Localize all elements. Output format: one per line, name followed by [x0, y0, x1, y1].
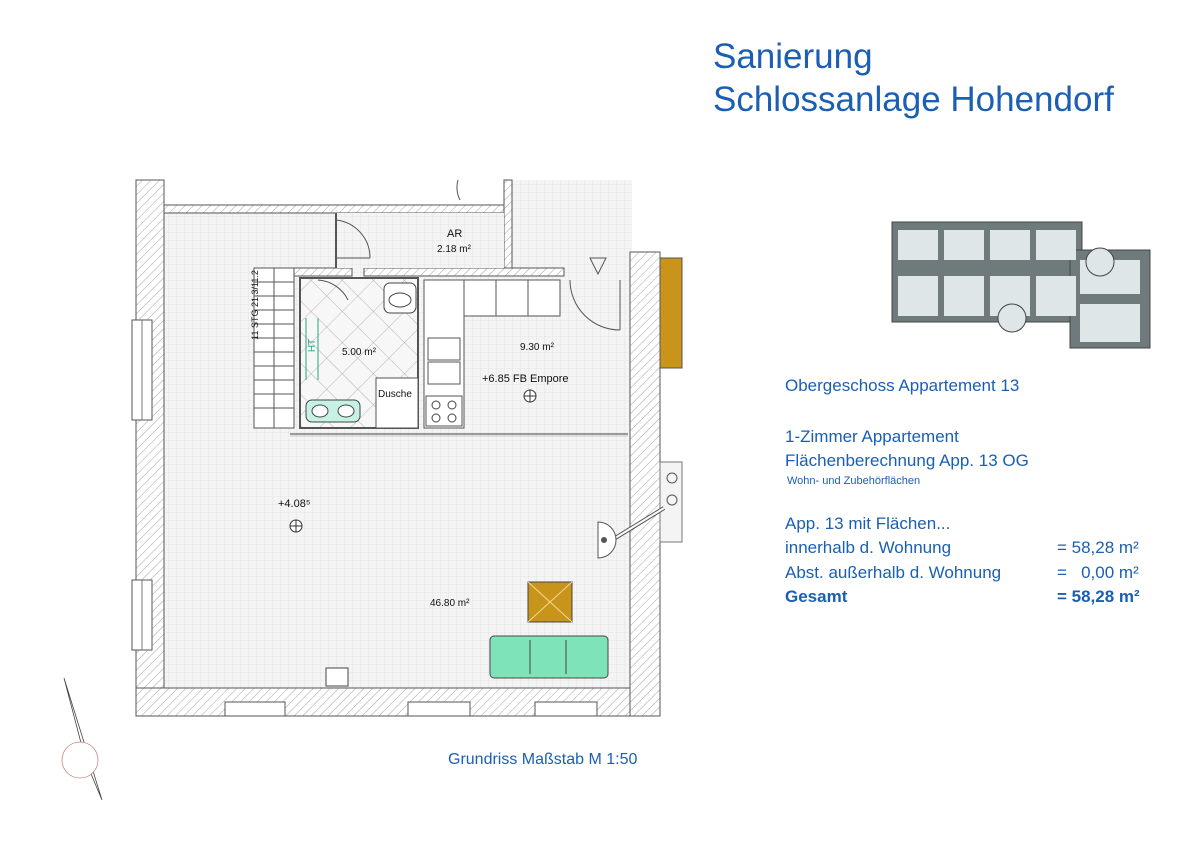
wall-ar	[363, 267, 565, 277]
total-label: Gesamt	[785, 587, 848, 606]
floor-title: Obergeschoss Appartement 13	[785, 376, 1020, 395]
room-shower-label: Dusche	[378, 389, 412, 400]
key-plan-thumbnail	[891, 221, 1151, 349]
calc-subtitle: Wohn- und Zubehörflächen	[787, 475, 921, 487]
wall-right	[629, 251, 661, 717]
stair-outside	[659, 257, 683, 369]
total-value: = 58,28 m²	[1057, 587, 1140, 606]
row-inside-value: = 58,28 m²	[1057, 538, 1139, 557]
ht-label: HT	[307, 338, 319, 353]
room-ar-area: 2.18 m²	[437, 244, 471, 255]
row-outside-value: = 0,00 m²	[1057, 563, 1139, 582]
calc-title: Flächenberechnung App. 13 OG	[785, 451, 1029, 470]
plan-caption: Grundriss Maßstab M 1:50	[448, 751, 638, 768]
row-inside-label: innerhalb d. Wohnung	[785, 538, 952, 557]
calc-intro: App. 13 mit Flächen...	[785, 514, 951, 533]
room-ar-name: AR	[447, 228, 463, 240]
room-bath-area: 5.00 m²	[342, 347, 376, 358]
title-line-2: Schlossanlage Hohendorf	[713, 80, 1114, 119]
room-kitchen-area: 9.30 m²	[520, 342, 554, 353]
apartment-type: 1-Zimmer Appartement	[785, 427, 959, 446]
room-main-area: 46.80 m²	[430, 598, 470, 609]
title-line-1: Sanierung	[713, 37, 873, 76]
main-level: +4.08⁵	[278, 498, 311, 510]
north-arrow	[61, 677, 103, 801]
stair-label: 11 STG 21.3/11.2	[249, 270, 260, 340]
gallery-level: +6.85 FB Empore	[482, 373, 569, 385]
sofa	[489, 635, 609, 679]
row-outside-label: Abst. außerhalb d. Wohnung	[785, 563, 1002, 582]
wall-top	[163, 204, 505, 214]
